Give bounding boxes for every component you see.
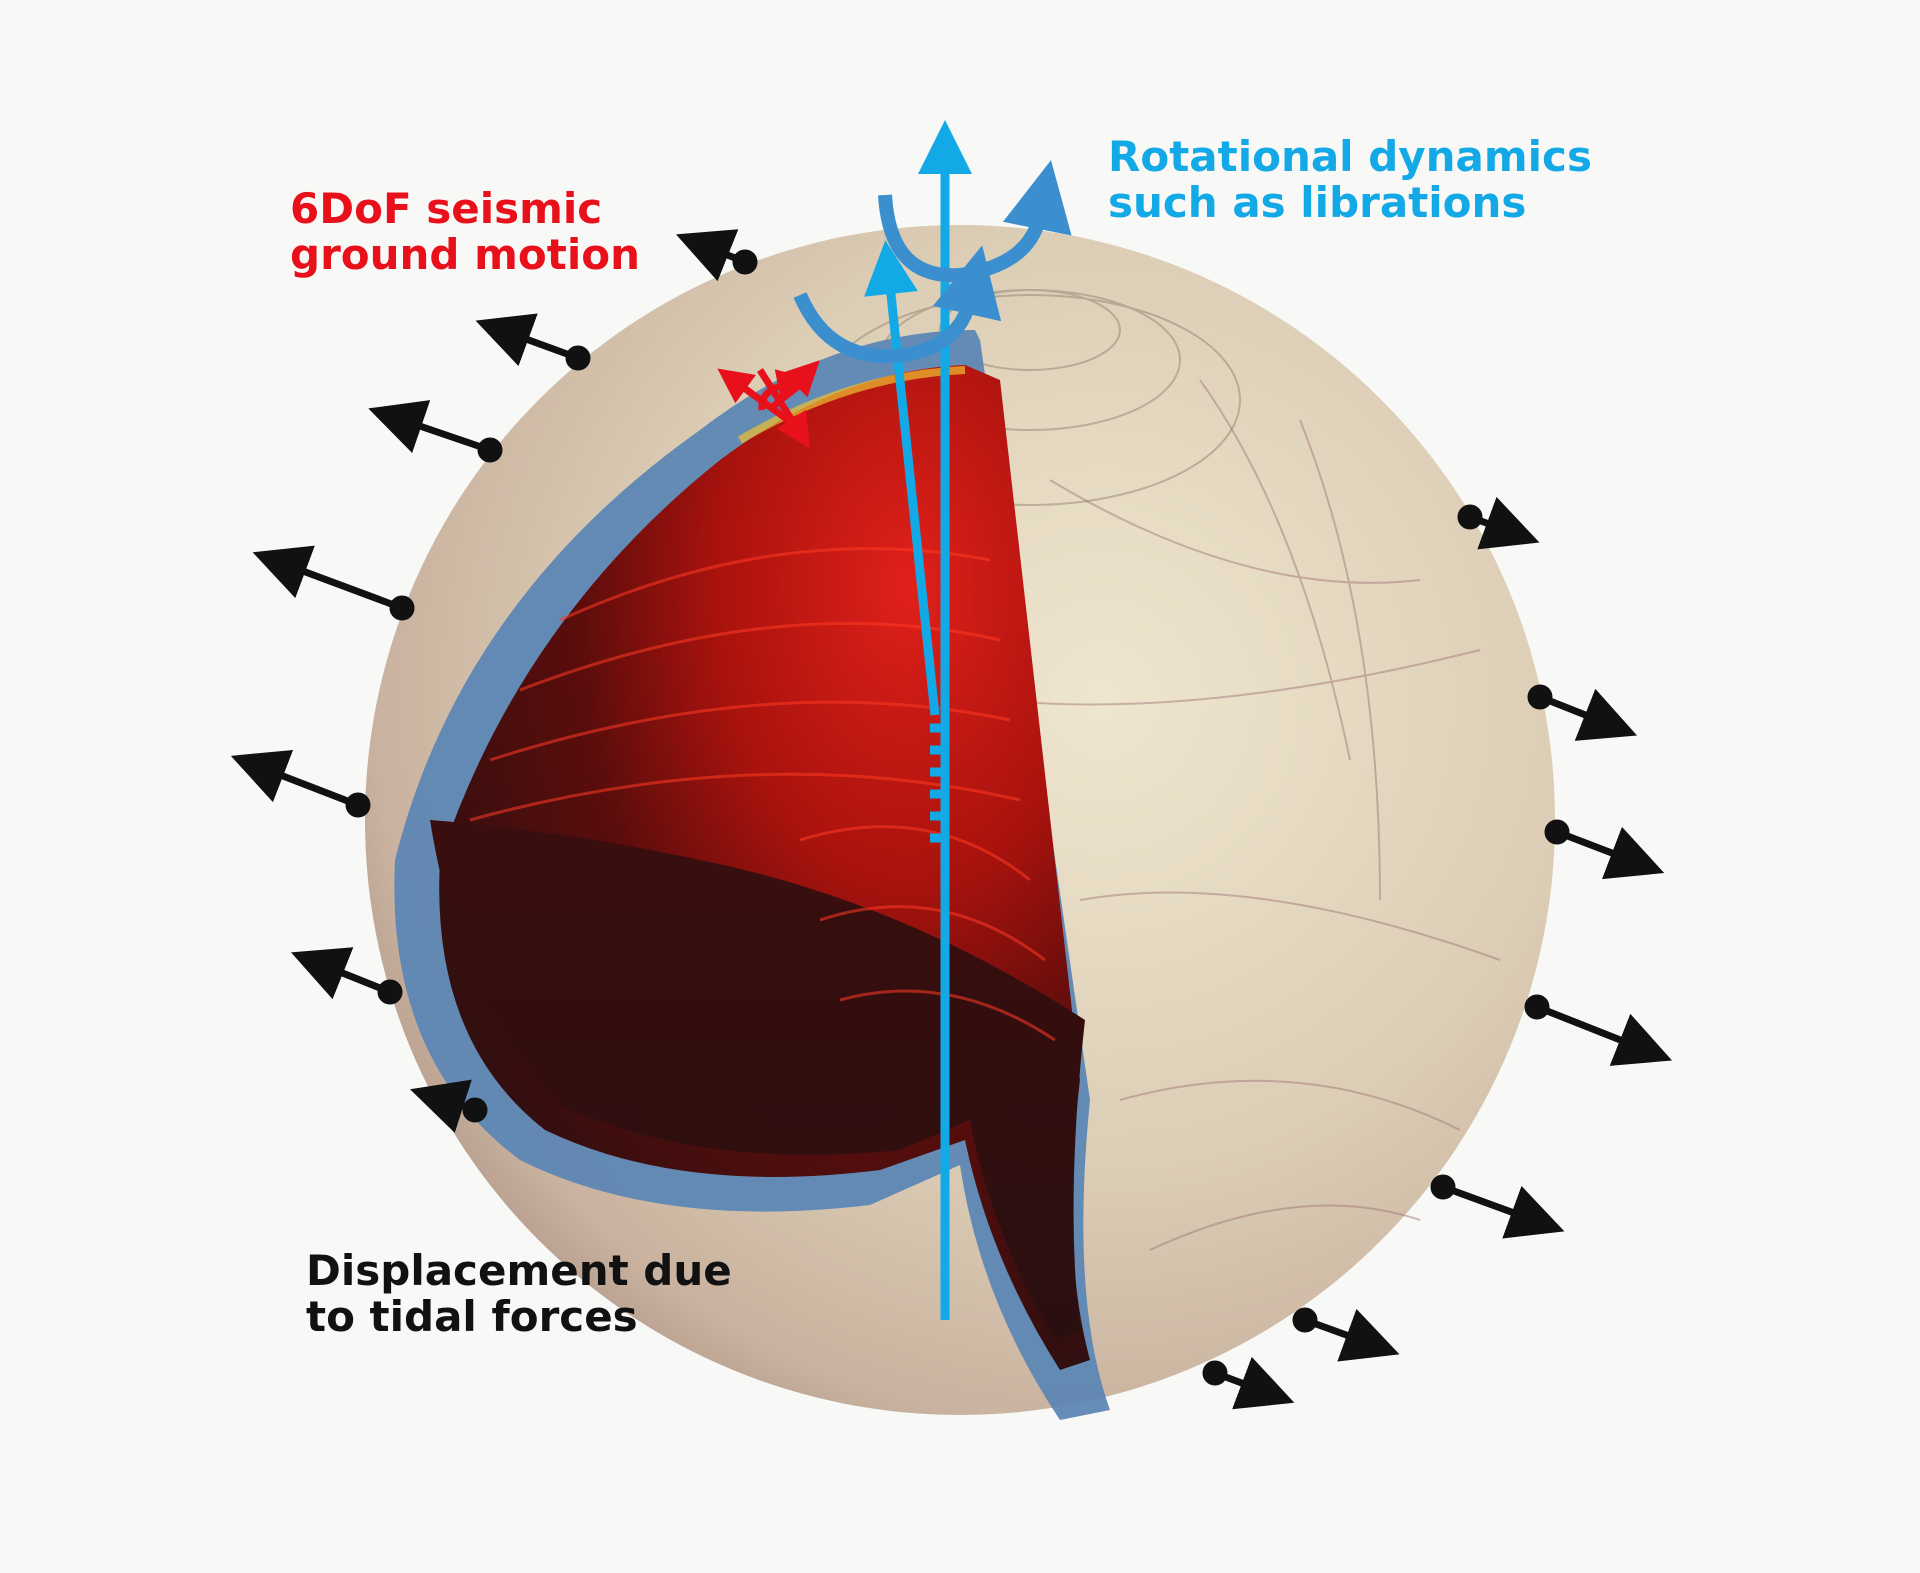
axis-dashes xyxy=(930,723,945,843)
arrow-icon xyxy=(230,749,371,818)
curved-arrow-icon xyxy=(793,245,1002,364)
arrow-icon xyxy=(368,400,503,463)
tidal-arrows-right xyxy=(1202,496,1673,1410)
seismic-label: 6DoF seismic ground motion xyxy=(290,186,640,278)
arrow-icon xyxy=(252,545,415,621)
deep-interior xyxy=(430,820,1085,1340)
surface-lineae xyxy=(999,379,1501,1251)
arrow-icon xyxy=(1457,496,1540,550)
seismic-label-line: 6DoF seismic xyxy=(290,184,603,233)
tidal-arrows-left xyxy=(230,229,758,1133)
libration-arrows xyxy=(793,160,1072,364)
arrow-icon xyxy=(1524,994,1673,1066)
tidal-label-line: Displacement due xyxy=(306,1246,732,1295)
tidal-label: Displacement due to tidal forces xyxy=(306,1248,732,1340)
rotation-label-line: Rotational dynamics xyxy=(1108,132,1592,181)
arrow-icon xyxy=(1202,1356,1295,1410)
tidal-label-line: to tidal forces xyxy=(306,1292,638,1341)
arrow-icon xyxy=(676,229,758,282)
arrow-icon xyxy=(1292,1307,1400,1362)
seismic-wavefronts xyxy=(469,547,1056,1042)
arrow-icon xyxy=(1544,819,1665,880)
arrow-icon xyxy=(1430,1174,1565,1239)
arrow-icon xyxy=(1527,684,1638,741)
rotation-label-line: such as librations xyxy=(1108,178,1527,227)
seismic-label-line: ground motion xyxy=(290,230,640,279)
arrow-icon xyxy=(475,313,591,371)
arrow-icon xyxy=(291,947,403,1005)
hot-rim xyxy=(737,366,966,444)
six-dof-icon xyxy=(717,360,820,449)
rotation-label: Rotational dynamics such as librations xyxy=(1108,134,1592,226)
arrow-icon xyxy=(409,1079,488,1133)
